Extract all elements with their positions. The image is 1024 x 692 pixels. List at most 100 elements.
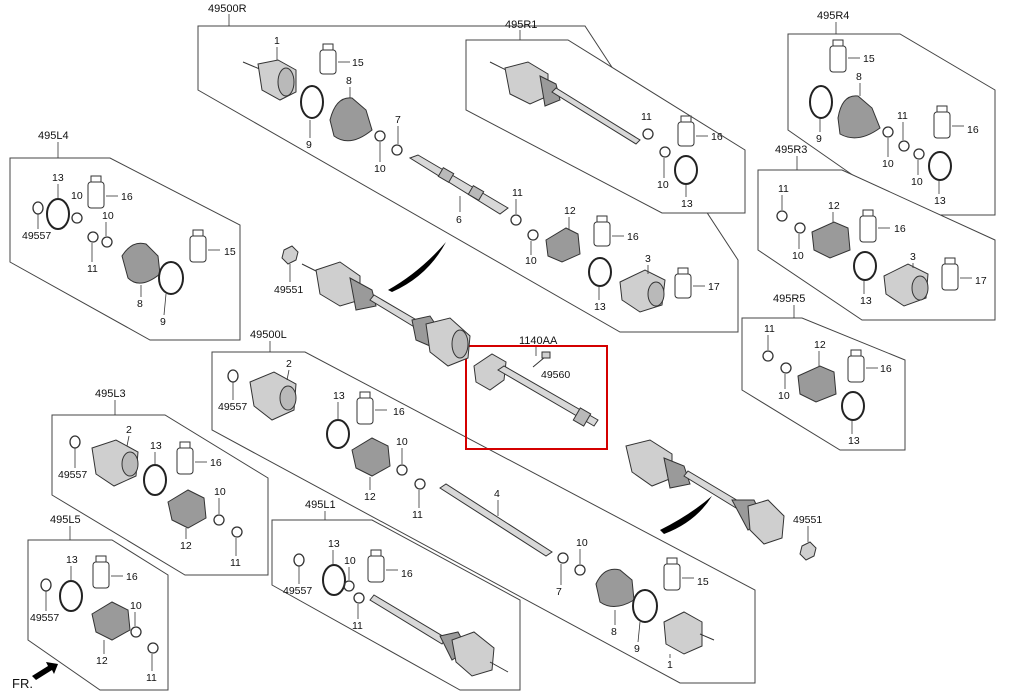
label-12-r3: 12 bbox=[828, 200, 840, 212]
label-11-r1: 11 bbox=[641, 111, 652, 123]
label-10-l1: 10 bbox=[344, 555, 356, 567]
label-10-r4: 10 bbox=[882, 158, 894, 170]
washer-10-r1 bbox=[659, 146, 671, 158]
label-10-l4b: 10 bbox=[102, 210, 114, 222]
label-10-r3: 10 bbox=[792, 250, 804, 262]
clamp-ring-13-l1 bbox=[322, 564, 346, 596]
washer-10-l4 bbox=[71, 212, 83, 224]
inner-joint-2-l3 bbox=[91, 439, 139, 487]
boot-12-r5 bbox=[797, 365, 837, 403]
label-12-r5: 12 bbox=[814, 339, 826, 351]
label-15-l4: 15 bbox=[224, 246, 236, 258]
label-12-l3: 12 bbox=[180, 540, 192, 552]
label-11-l1: 11 bbox=[352, 620, 363, 632]
label-13-r5: 13 bbox=[848, 435, 860, 447]
label-17-r: 17 bbox=[708, 281, 720, 293]
bolt-1140AA bbox=[532, 351, 551, 368]
label-8-r4: 8 bbox=[856, 71, 862, 83]
washer-10-l3 bbox=[213, 514, 225, 526]
washer-10-r4 bbox=[882, 126, 894, 138]
label-11-l: 11 bbox=[412, 509, 423, 521]
grease-tube-17-r3 bbox=[941, 257, 959, 291]
panel-495L4 bbox=[9, 157, 241, 341]
label-11-r: 11 bbox=[512, 187, 523, 199]
shaft-6-r bbox=[408, 154, 509, 215]
clip-7-r bbox=[391, 144, 403, 156]
drive-shaft-assembly-495R1 bbox=[489, 61, 641, 145]
grease-tube-16-l4 bbox=[87, 175, 105, 209]
clamp-ring-13-r3 bbox=[853, 251, 877, 281]
label-13-l3: 13 bbox=[150, 440, 162, 452]
group-label-495L3: 495L3 bbox=[95, 388, 126, 400]
group-label-49500R: 49500R bbox=[208, 3, 247, 15]
label-11-l5: 11 bbox=[146, 672, 157, 684]
label-6-r: 6 bbox=[456, 214, 462, 226]
label-7-r: 7 bbox=[395, 114, 401, 126]
label-13-l4: 13 bbox=[52, 172, 64, 184]
label-9-l: 9 bbox=[634, 643, 640, 655]
grease-tube-16-r3 bbox=[859, 209, 877, 243]
boot-12-l3 bbox=[167, 489, 207, 529]
label-16-l: 16 bbox=[393, 406, 405, 418]
outer-cv-joint-1-l bbox=[663, 611, 715, 655]
group-label-495R3: 495R3 bbox=[775, 144, 807, 156]
label-8-l4: 8 bbox=[137, 298, 143, 310]
label-10-l4: 10 bbox=[71, 190, 83, 202]
washer-10-l4b bbox=[101, 236, 113, 248]
highlight-box-49560 bbox=[465, 345, 608, 450]
label-49557-l1: 49557 bbox=[283, 585, 312, 597]
clamp-ring-9-l4 bbox=[158, 261, 184, 295]
clamp-ring-13-r bbox=[588, 257, 612, 287]
panel-495R4 bbox=[787, 33, 996, 216]
label-49557-l4: 49557 bbox=[22, 230, 51, 242]
label-16-r: 16 bbox=[627, 231, 639, 243]
label-11-l4: 11 bbox=[87, 263, 98, 275]
nut-49551-lower bbox=[799, 541, 817, 561]
label-15-r4: 15 bbox=[863, 53, 875, 65]
label-49557-l: 49557 bbox=[218, 401, 247, 413]
clamp-ring-9-l bbox=[632, 589, 658, 623]
label-11-l3: 11 bbox=[230, 557, 241, 569]
boot-12-r bbox=[545, 227, 581, 263]
label-16-r5: 16 bbox=[880, 363, 892, 375]
label-2-l: 2 bbox=[286, 358, 292, 370]
clip-11-l1 bbox=[353, 592, 365, 604]
label-13-r3: 13 bbox=[860, 295, 872, 307]
label-12-r: 12 bbox=[564, 205, 576, 217]
label-8-r: 8 bbox=[346, 75, 352, 87]
grease-tube-15-r4 bbox=[829, 39, 847, 73]
boot-8-l4 bbox=[121, 242, 161, 284]
label-15-l: 15 bbox=[697, 576, 709, 588]
grease-tube-16-l1 bbox=[367, 549, 385, 583]
label-8-l: 8 bbox=[611, 626, 617, 638]
washer-10-l bbox=[396, 464, 408, 476]
label-49560: 49560 bbox=[541, 369, 570, 381]
clip-11-l4 bbox=[87, 231, 99, 243]
clip-11-r5 bbox=[762, 350, 774, 362]
grease-tube-16-l3 bbox=[176, 441, 194, 475]
group-label-49500L: 49500L bbox=[250, 329, 287, 341]
label-3-r3: 3 bbox=[910, 251, 916, 263]
washer-10-r2 bbox=[527, 229, 539, 241]
label-13-r1: 13 bbox=[681, 198, 693, 210]
label-12-l: 12 bbox=[364, 491, 376, 503]
boot-12-r3 bbox=[811, 221, 851, 259]
label-13-l5: 13 bbox=[66, 554, 78, 566]
label-1-l: 1 bbox=[667, 659, 673, 671]
label-10-r5: 10 bbox=[778, 390, 790, 402]
grease-tube-15-l bbox=[663, 557, 681, 591]
clip-11-r1 bbox=[642, 128, 654, 140]
group-label-495R1: 495R1 bbox=[505, 19, 537, 31]
label-17-r3: 17 bbox=[975, 275, 987, 287]
label-49551-lower: 49551 bbox=[793, 514, 822, 526]
label-10-r: 10 bbox=[374, 163, 386, 175]
label-13-l: 13 bbox=[333, 390, 345, 402]
clip-11-l bbox=[414, 478, 426, 490]
washer-10-l2 bbox=[574, 564, 586, 576]
grease-tube-15-l4 bbox=[189, 229, 207, 263]
clip-11-r3 bbox=[776, 210, 788, 222]
clip-11-r bbox=[510, 214, 522, 226]
clamp-ring-9-r bbox=[300, 85, 324, 119]
group-label-495L4: 495L4 bbox=[38, 130, 69, 142]
